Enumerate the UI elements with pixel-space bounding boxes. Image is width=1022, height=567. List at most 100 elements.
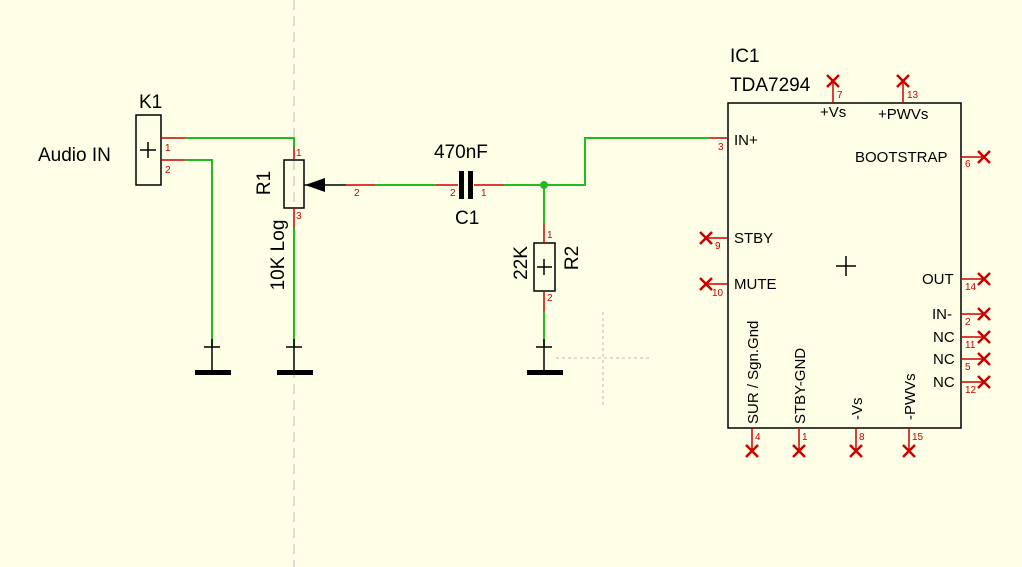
r2-value: 22K — [511, 246, 532, 280]
no-connect-x-icon — [977, 150, 991, 164]
ic1-pin-sur-sgn-gnd[interactable]: 4 SUR / Sgn.Gnd — [745, 321, 762, 458]
ic1-pin-minus-pwvs[interactable]: 15 -PWVs — [902, 373, 924, 458]
pin-number: 3 — [718, 142, 724, 153]
pin-number: 9 — [715, 241, 721, 252]
pin-number: 10 — [712, 288, 724, 299]
ground-symbol-r1[interactable] — [277, 339, 313, 375]
pin-number: 14 — [965, 282, 977, 293]
ic1-pin-stby[interactable]: 9 STBY — [699, 230, 773, 252]
ic1-part: TDA7294 — [730, 75, 811, 96]
ic1-ref: IC1 — [730, 46, 760, 67]
pin-name: MUTE — [734, 276, 777, 293]
k1-pin1-num: 1 — [165, 143, 171, 154]
c1-ref: C1 — [455, 208, 479, 229]
no-connect-x-icon — [745, 444, 759, 458]
no-connect-x-icon — [826, 74, 840, 88]
origin-crosshair — [556, 312, 650, 406]
ic1-pin-vs[interactable]: 7 +Vs — [820, 74, 846, 121]
ic1-origin-cross — [836, 256, 856, 276]
ic1-body — [727, 102, 962, 429]
c1-capacitor[interactable]: 470nF C1 2 1 — [434, 142, 504, 229]
ic1-pin-bootstrap[interactable]: 6 BOOTSTRAP — [855, 149, 991, 170]
pin-name: -PWVs — [902, 373, 919, 420]
r2-pin2-num: 2 — [547, 293, 553, 304]
no-connect-x-icon — [896, 74, 910, 88]
no-connect-x-icon — [977, 352, 991, 366]
ic1-pin-mute[interactable]: 10 MUTE — [699, 276, 777, 299]
ic1-pin-minus-vs[interactable]: 8 -Vs — [849, 398, 866, 458]
pin-number: 1 — [802, 432, 808, 443]
pin-number: 13 — [907, 90, 919, 101]
ground-symbol-r2[interactable] — [527, 339, 563, 375]
ic1-pin-out[interactable]: 14 OUT — [922, 271, 991, 293]
pin-number: 7 — [837, 90, 843, 101]
pin-name: +PWVs — [878, 106, 928, 123]
pin-name: STBY — [734, 230, 773, 247]
k1-pin2-num: 2 — [165, 165, 171, 176]
c1-plate-right — [468, 171, 473, 199]
no-connect-x-icon — [699, 231, 713, 245]
ic1-pin-nc-5[interactable]: 5 NC — [933, 351, 991, 373]
ic1-pin-in-plus[interactable]: 3 IN+ — [710, 132, 758, 153]
r2-pin1-num: 1 — [547, 230, 553, 241]
ic1-pin-pwvs[interactable]: 13 +PWVs — [878, 74, 928, 123]
no-connect-x-icon — [977, 272, 991, 286]
pin-number: 11 — [965, 340, 976, 351]
r2-ref: R2 — [562, 246, 583, 270]
ground-symbol-k1[interactable] — [195, 339, 231, 375]
k1-origin-cross — [140, 142, 156, 158]
wires — [185, 137, 710, 347]
junction-dot — [540, 181, 548, 189]
pin-name: NC — [933, 351, 955, 368]
r1-ref: R1 — [254, 171, 275, 195]
pin-number: 2 — [965, 317, 971, 328]
no-connect-x-icon — [792, 444, 806, 458]
ic1-pin-nc-11[interactable]: 11 NC — [933, 329, 991, 351]
pin-line — [204, 339, 220, 372]
c1-pin1-num: 1 — [481, 188, 487, 199]
ground-bar — [277, 370, 313, 375]
pin-name: SUR / Sgn.Gnd — [745, 321, 762, 424]
c1-pin2-num: 2 — [450, 188, 456, 199]
ic1-pin-in-minus[interactable]: 2 IN- — [932, 306, 991, 328]
r1-potentiometer[interactable]: R1 10K Log 1 2 3 — [254, 147, 375, 290]
pin-name: IN- — [932, 306, 952, 323]
pin-name: OUT — [922, 271, 954, 288]
pin-name: +Vs — [820, 104, 846, 121]
r2-origin-cross — [537, 259, 552, 275]
k1-pins — [161, 137, 185, 161]
r1-wiper-arrow — [305, 178, 325, 192]
no-connect-x-icon — [902, 444, 916, 458]
no-connect-x-icon — [977, 307, 991, 321]
ground-bar — [527, 370, 563, 375]
r1-pin1-num: 1 — [296, 148, 302, 159]
pin-name: IN+ — [734, 132, 758, 149]
k1-body — [135, 114, 162, 186]
pin-number: 12 — [965, 385, 977, 396]
pin-name: STBY-GND — [792, 348, 809, 424]
ground-bar — [195, 370, 231, 375]
pin-name: BOOTSTRAP — [855, 149, 948, 166]
r2-resistor[interactable]: 22K R2 1 2 — [511, 223, 583, 312]
k1-label: Audio IN — [38, 145, 111, 166]
pin-number: 8 — [859, 432, 865, 443]
r1-value: 10K Log — [268, 220, 289, 291]
no-connect-x-icon — [849, 444, 863, 458]
ic1-pin-stby-gnd[interactable]: 1 STBY-GND — [792, 348, 809, 458]
ic1-pin-nc-12[interactable]: 12 NC — [933, 374, 991, 396]
ic1-amplifier[interactable]: IC1 TDA7294 7 +Vs 13 +PWVs 3 IN+ 9 STBY — [699, 46, 991, 458]
pin-line — [536, 339, 552, 372]
c1-plate-left — [459, 171, 464, 199]
r1-pin3-num: 3 — [296, 211, 302, 222]
r1-pin2-num: 2 — [354, 188, 360, 199]
pin-number: 15 — [912, 432, 924, 443]
no-connect-x-icon — [977, 330, 991, 344]
pin-number: 6 — [965, 159, 971, 170]
pin-name: NC — [933, 374, 955, 391]
k1-connector[interactable]: K1 Audio IN 1 2 — [38, 92, 185, 186]
no-connect-x-icon — [977, 375, 991, 389]
pin-name: NC — [933, 329, 955, 346]
pin-number: 5 — [965, 362, 971, 373]
pin-number: 4 — [755, 432, 761, 443]
